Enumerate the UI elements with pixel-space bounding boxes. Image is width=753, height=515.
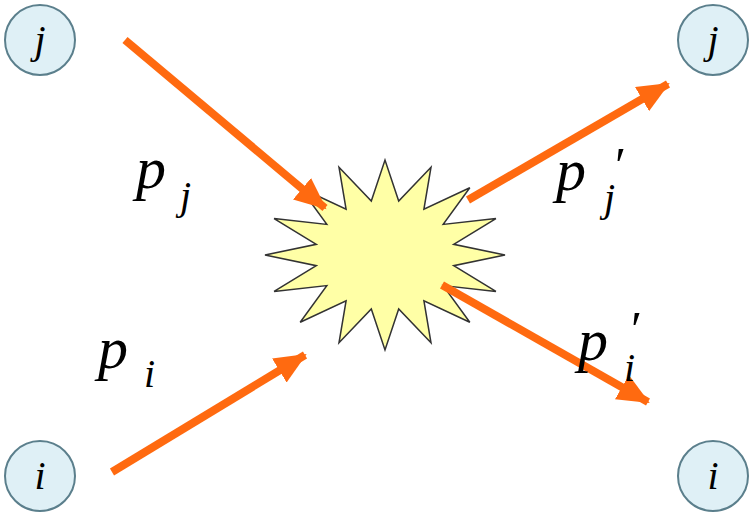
particle-circle: j bbox=[677, 4, 749, 76]
incoming-arrow bbox=[125, 40, 325, 208]
momentum-symbol: p bbox=[98, 318, 128, 378]
particle-circle: i bbox=[677, 440, 749, 512]
particle-label: i bbox=[707, 456, 718, 496]
momentum-symbol: p bbox=[136, 138, 166, 198]
subscript: i bbox=[624, 348, 635, 388]
particle-circle: j bbox=[4, 4, 76, 76]
subscript: j bbox=[180, 176, 191, 216]
particle-label: j bbox=[707, 20, 718, 60]
subscript: i bbox=[144, 354, 155, 394]
incoming-arrow bbox=[112, 355, 305, 472]
particle-label: j bbox=[34, 20, 45, 60]
prime-mark: ′ bbox=[612, 140, 623, 190]
particle-circle: i bbox=[4, 440, 76, 512]
momentum-symbol: p bbox=[578, 310, 608, 370]
outgoing-arrow bbox=[442, 285, 648, 402]
momentum-symbol: p bbox=[556, 140, 586, 200]
particle-label: i bbox=[34, 456, 45, 496]
prime-mark: ′ bbox=[628, 304, 639, 354]
outgoing-arrow bbox=[468, 84, 668, 200]
